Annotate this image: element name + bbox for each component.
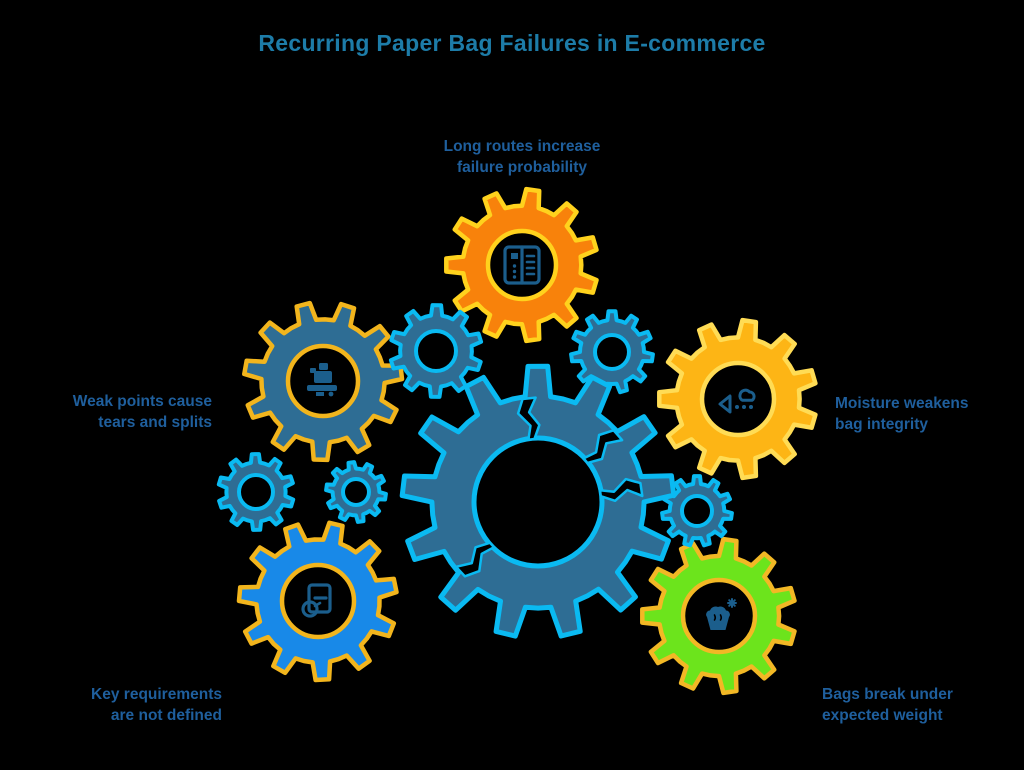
crack-line [582,429,624,465]
label-line: failure probability [456,159,588,176]
page-title: Recurring Paper Bag Failures in E-commer… [258,30,766,56]
small-gear [324,460,388,524]
label-bags-break: Bags break under expected weight [822,684,1012,726]
label-key-requirements: Key requirements are not defined [40,684,222,726]
label-line: Moisture weakens [835,395,969,412]
label-weak-points: Weak points cause tears and splits [30,391,212,433]
label-line: Key requirements [91,686,222,703]
bags-break-gear [640,536,797,696]
label-line: Long routes increase [443,138,601,155]
crack-line [454,541,496,578]
label-line: Bags break under [822,686,953,703]
weak-points-gear [242,300,405,463]
moisture-icon [718,388,756,414]
label-line: tears and splits [98,414,212,431]
small-gear [388,303,484,399]
delivery-route-icon [503,245,541,285]
label-long-routes: Long routes increase failure probability [392,136,652,178]
bag-icon [706,598,737,630]
crack-line [516,396,541,441]
small-gear [660,474,734,548]
moisture-gear [657,317,818,481]
label-line: bag integrity [835,416,929,433]
long-routes-gear [444,186,599,344]
document-icon [301,583,332,618]
label-line: expected weight [822,707,943,724]
machine-icon [307,363,337,397]
label-line: are not defined [110,707,222,724]
label-line: Weak points cause [72,393,212,410]
crack-line [598,477,644,503]
small-gear [216,452,296,532]
label-moisture: Moisture weakens bag integrity [835,393,1024,435]
central-broken-gear [399,363,677,639]
key-requirements-gear [236,520,399,683]
small-gear [569,309,655,395]
